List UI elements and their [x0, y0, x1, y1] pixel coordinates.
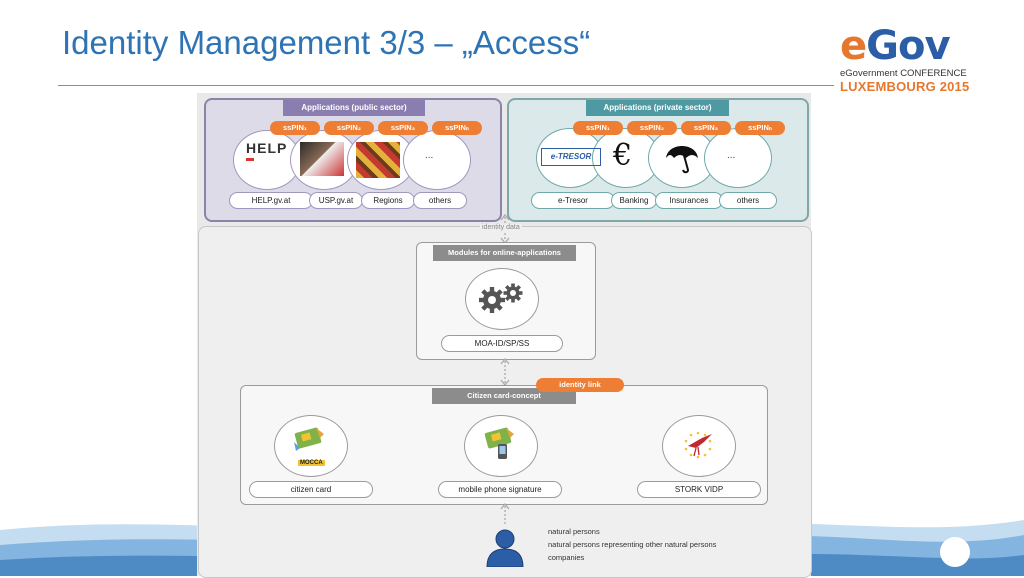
- identity-link-arrow: [500, 358, 510, 386]
- private-label-etresor: e-Tresor: [531, 192, 615, 209]
- logo-gov: Gov: [866, 23, 950, 69]
- identity-data-label: identity data: [480, 224, 522, 231]
- help-logo: HELP: [246, 140, 288, 156]
- persons-companies: companies: [548, 553, 585, 562]
- public-sspin-2: ssPIN₂: [324, 121, 374, 135]
- public-sspin-1: ssPIN₁: [270, 121, 320, 135]
- logo-location: LUXEMBOURG 2015: [840, 79, 970, 94]
- etresor-logo: e-TRESOR: [541, 148, 601, 166]
- public-sector-header: Applications (public sector): [283, 100, 425, 116]
- public-label-others: others: [413, 192, 467, 209]
- euro-icon: €: [613, 138, 633, 173]
- label-mobile-phone-signature: mobile phone signature: [438, 481, 562, 498]
- usp-image: [300, 142, 344, 176]
- private-sector-header: Applications (private sector): [586, 100, 729, 116]
- title-divider: [58, 85, 834, 86]
- gears-icon: [479, 283, 523, 313]
- label-stork-vidp: STORK VIDP: [637, 481, 761, 498]
- logo-e: e: [840, 23, 867, 69]
- persons-representing: natural persons representing other natur…: [548, 540, 717, 549]
- modules-label: MOA-ID/SP/SS: [441, 335, 563, 352]
- stork-logo-icon: [684, 431, 712, 459]
- public-sspin-3: ssPIN₃: [378, 121, 428, 135]
- modules-header: Modules for online-applications: [433, 245, 576, 261]
- stork-circle: [662, 415, 736, 477]
- citizen-card-circle: [274, 415, 348, 477]
- public-ellipsis: ...: [425, 150, 434, 161]
- public-label-help: HELP.gv.at: [229, 192, 313, 209]
- private-ellipsis: ...: [727, 150, 736, 161]
- private-label-insurances: Insurances: [655, 192, 723, 209]
- others-circle: [403, 130, 471, 190]
- public-label-regions: Regions: [361, 192, 415, 209]
- identity-link-pill: identity link: [536, 378, 624, 392]
- regions-image: [356, 142, 400, 178]
- person-icon: [486, 529, 524, 567]
- label-citizen-card: citizen card: [249, 481, 373, 498]
- persons-natural: natural persons: [548, 527, 600, 536]
- private-others-circle: [704, 128, 772, 188]
- private-label-others: others: [719, 192, 777, 209]
- mobile-signature-icon: [484, 427, 514, 459]
- public-label-usp: USP.gv.at: [309, 192, 363, 209]
- mocca-logo: MOCCA: [298, 460, 325, 466]
- private-sspin-n: ssPINₙ: [735, 121, 785, 135]
- smartcard-icon: [294, 427, 324, 451]
- umbrella-icon: [666, 146, 698, 174]
- help-logo-mark: [246, 158, 254, 161]
- private-sspin-2: ssPIN₂: [627, 121, 677, 135]
- slide-title: Identity Management 3/3 – „Access“: [62, 24, 591, 61]
- public-sspin-n: ssPINₙ: [432, 121, 482, 135]
- citizen-card-header: Citizen card-concept: [432, 388, 576, 404]
- persons-arrow: [500, 503, 510, 526]
- logo-subtitle: eGovernment CONFERENCE: [840, 68, 967, 79]
- egov-logo: eGov eGovernment CONFERENCE LUXEMBOURG 2…: [840, 26, 980, 96]
- private-sspin-1: ssPIN₁: [573, 121, 623, 135]
- private-sspin-3: ssPIN₃: [681, 121, 731, 135]
- private-label-banking: Banking: [611, 192, 657, 209]
